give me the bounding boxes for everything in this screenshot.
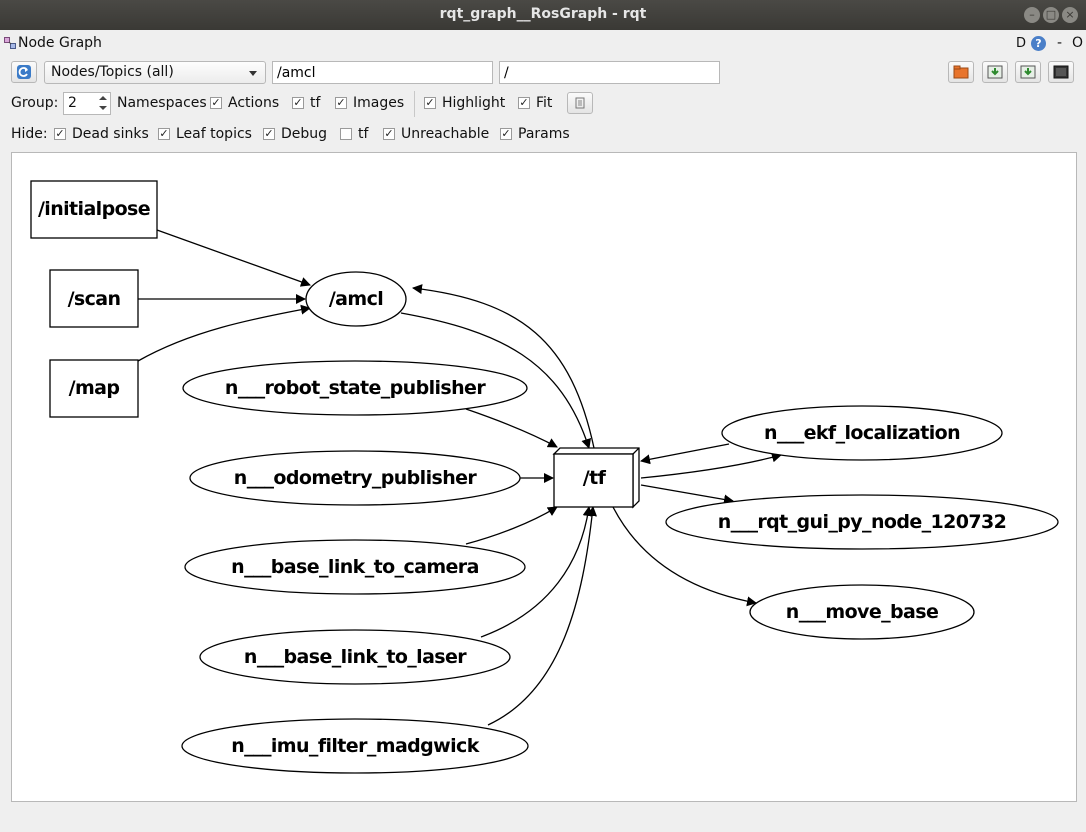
edge-tf-movebase [612,506,757,607]
unreachable-label: Unreachable [401,126,490,142]
topic-scan-box [49,269,139,328]
fit-view-icon [575,97,585,109]
images-checkbox[interactable]: ✓ [335,96,347,109]
node-camera-label: n___base_link_to_camera [231,556,479,578]
namespace-filter-input[interactable] [272,61,493,84]
edge-tf-ekf [640,452,782,479]
params-checkbox[interactable]: ✓ [500,127,512,140]
toolbar-separator [414,91,415,117]
node-rqt-label: n___rqt_gui_py_node_120732 [718,511,1007,533]
window-title: rqt_graph__RosGraph - rqt [439,6,647,22]
debug-checkbox[interactable]: ✓ [263,127,275,140]
actions-checkbox[interactable]: ✓ [210,96,222,109]
node-ekf-ellipse [721,405,1003,461]
leaf-topics-label: Leaf topics [176,126,252,142]
hide-tf-checkbox[interactable] [340,128,352,140]
window-titlebar: rqt_graph__RosGraph - rqt – □ × [0,0,1086,30]
save-dot-button[interactable] [982,61,1008,83]
edge-map-amcl [137,304,311,362]
actions-label: Actions [228,95,280,111]
node-amcl-ellipse [305,271,407,327]
save-svg-icon [1020,65,1036,79]
mode-select-value: Nodes/Topics (all) [51,64,174,80]
node-imu-ellipse [181,718,529,774]
help-icon[interactable]: ? [1031,36,1046,51]
save-image-button[interactable] [1048,61,1074,83]
topic-map-box [49,359,139,418]
load-dot-button[interactable] [948,61,974,83]
group-label: Group: [11,95,59,111]
node-odom-label: n___odometry_publisher [234,467,478,489]
node-graph-plugin-icon [4,37,16,49]
dock-d-button[interactable]: D [1016,36,1027,51]
topic-tf-label: /tf [583,467,607,489]
save-svg-button[interactable] [1015,61,1041,83]
edge-initialpose-amcl [156,229,311,287]
window-close-button[interactable]: × [1062,7,1078,23]
topic-scan-label: /scan [68,288,121,310]
tf-label: tf [310,95,321,111]
refresh-icon [17,65,31,79]
image-icon [1053,65,1069,79]
folder-open-icon [953,65,969,79]
unreachable-checkbox[interactable]: ✓ [383,127,395,140]
edge-laser-tf [480,506,593,638]
spin-down-icon[interactable] [99,106,107,110]
fit-label: Fit [536,95,553,111]
hide-label: Hide: [11,126,48,142]
highlight-checkbox[interactable]: ✓ [424,96,436,109]
topic-map-label: /map [69,377,120,399]
node-movebase-label: n___move_base [786,601,938,623]
save-dot-icon [987,65,1003,79]
node-camera-ellipse [184,539,526,595]
node-imu-label: n___imu_filter_madgwick [231,735,479,757]
node-ekf-label: n___ekf_localization [764,422,960,444]
panel-close-button[interactable]: O [1072,35,1084,51]
fit-in-view-button[interactable] [567,92,593,114]
group-spinbox[interactable]: 2 [63,92,111,115]
hide-tf-label: tf [358,126,369,142]
group-spinbox-value: 2 [68,95,77,111]
namespaces-label: Namespaces [117,95,207,111]
chevron-down-icon [249,71,257,76]
tf-checkbox[interactable]: ✓ [292,96,304,109]
dead-sinks-checkbox[interactable]: ✓ [54,127,66,140]
params-label: Params [518,126,570,142]
edge-imu-tf [487,506,598,726]
spin-up-icon[interactable] [99,96,107,100]
edge-camera-tf [465,506,558,545]
edge-ekf-tf [640,443,730,465]
topic-initialpose-label: /initialpose [38,198,150,220]
highlight-label: Highlight [442,95,506,111]
graph-canvas[interactable]: /initialpose /scan /map /tf /amcl n___ro… [11,152,1077,802]
node-odom-ellipse [189,450,521,506]
debug-label: Debug [281,126,328,142]
node-laser-label: n___base_link_to_laser [244,646,467,668]
images-label: Images [353,95,405,111]
edge-rsp-tf [465,408,558,448]
node-amcl-label: /amcl [329,288,383,310]
panel-minimize-button[interactable]: - [1057,35,1063,51]
window-minimize-button[interactable]: – [1024,7,1040,23]
topic-tf-box [553,453,634,508]
edge-tf-rqt [640,484,734,505]
node-laser-ellipse [199,629,511,685]
ros-graph[interactable]: /initialpose /scan /map /tf /amcl n___ro… [12,153,1076,801]
mode-select[interactable]: Nodes/Topics (all) [44,61,266,84]
panel-title: Node Graph [18,35,102,51]
refresh-button[interactable] [11,61,37,83]
topic-filter-input[interactable] [499,61,720,84]
node-movebase-ellipse [749,584,975,640]
dead-sinks-label: Dead sinks [72,126,149,142]
leaf-topics-checkbox[interactable]: ✓ [158,127,170,140]
window-maximize-button[interactable]: □ [1043,7,1059,23]
node-rqt-ellipse [665,494,1059,550]
topic-initialpose-box [30,180,158,239]
edge-tf-amcl [412,284,595,449]
node-rsp-label: n___robot_state_publisher [225,377,486,399]
edge-amcl-tf [400,312,591,449]
fit-checkbox[interactable]: ✓ [518,96,530,109]
node-rsp-ellipse [182,360,528,416]
